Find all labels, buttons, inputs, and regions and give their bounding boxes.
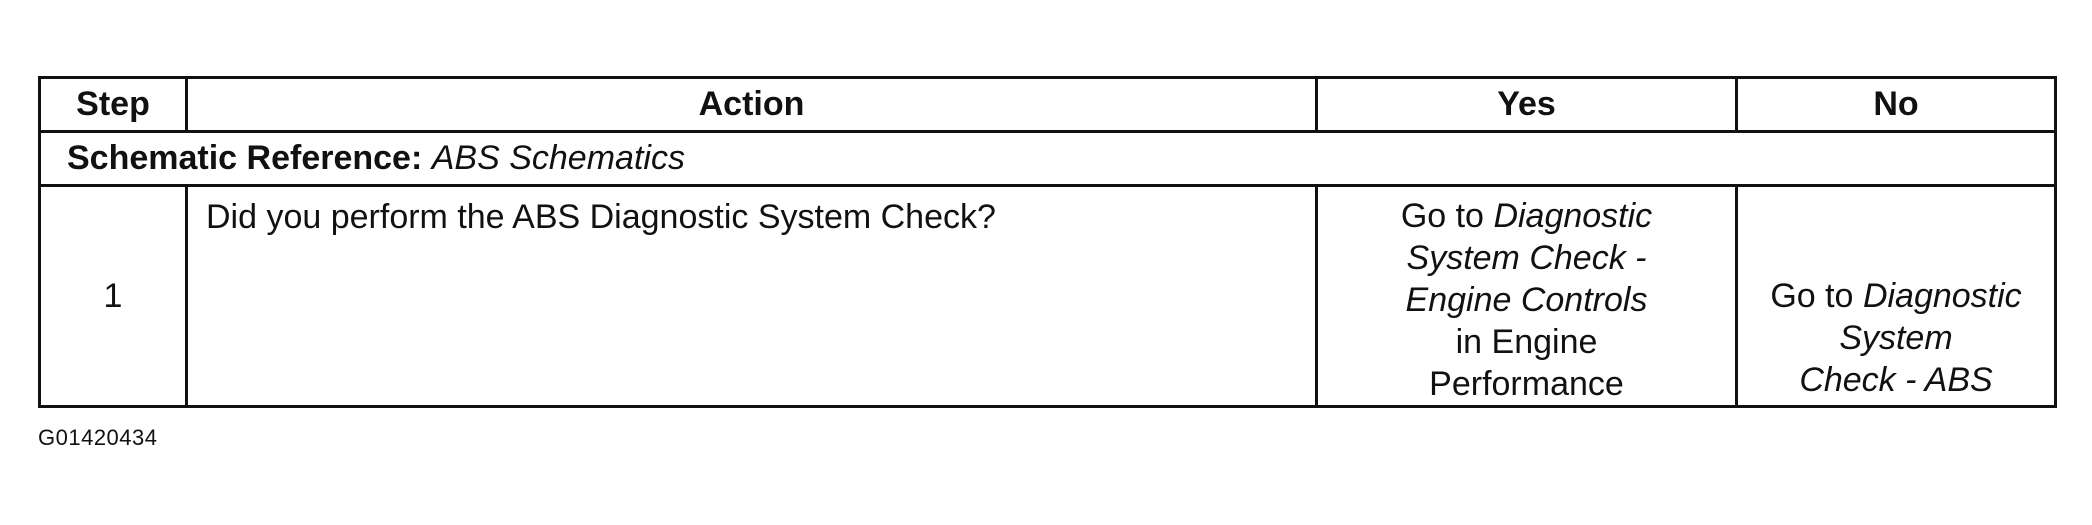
header-yes: Yes <box>1315 76 1738 133</box>
yes-line-2: System Check - <box>1406 239 1647 277</box>
no-line-1: Go to Diagnostic <box>1738 275 2054 317</box>
schematic-reference-row: Schematic Reference: ABS Schematics <box>38 130 2057 187</box>
yes-line-4: in Engine <box>1455 323 1598 361</box>
no-result: Go to Diagnostic System Check - ABS <box>1735 184 2057 408</box>
header-action: Action <box>185 76 1318 133</box>
diagnostic-table: Step Action Yes No Schematic Reference: … <box>38 76 2057 408</box>
yes-result: Go to Diagnostic System Check - Engine C… <box>1315 184 1738 408</box>
table-row: 1 Did you perform the ABS Diagnostic Sys… <box>38 184 2057 408</box>
no-link-diagnostic: Diagnostic <box>1862 277 2022 315</box>
yes-line-5: Performance <box>1429 365 1624 403</box>
figure-code: G01420434 <box>38 425 158 450</box>
header-row: Step Action Yes No <box>38 76 2057 133</box>
schematic-reference-label: Schematic Reference: <box>67 139 423 177</box>
yes-go-to: Go to <box>1400 197 1484 235</box>
step-number: 1 <box>38 184 188 408</box>
header-no: No <box>1735 76 2057 133</box>
schematic-reference-cell: Schematic Reference: ABS Schematics <box>38 130 2057 187</box>
yes-line-1: Go to Diagnostic <box>1318 195 1735 237</box>
no-line-3: Check - ABS <box>1799 361 1993 399</box>
no-go-to: Go to <box>1770 277 1854 315</box>
schematic-reference-value: ABS Schematics <box>431 139 685 177</box>
yes-link-diagnostic: Diagnostic <box>1493 197 1653 235</box>
yes-line-3: Engine Controls <box>1405 281 1648 319</box>
action-text: Did you perform the ABS Diagnostic Syste… <box>185 184 1318 408</box>
header-step: Step <box>38 76 188 133</box>
no-line-2: System <box>1839 319 1953 357</box>
